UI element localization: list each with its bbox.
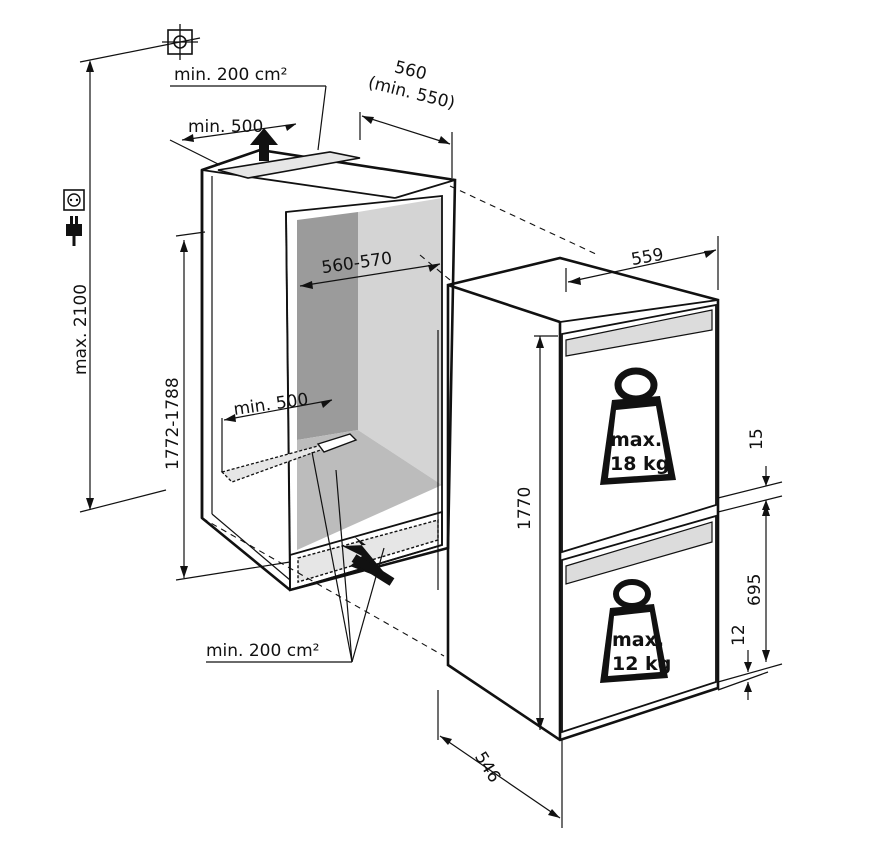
lower-load-line2: 12 kg xyxy=(612,653,671,675)
power-plug-icon xyxy=(66,216,82,246)
appliance-depth-label: 546 xyxy=(470,748,504,786)
airflow-arrow-icon xyxy=(342,536,395,586)
upper-load-line2: 18 kg xyxy=(610,453,669,475)
door-gap-label: 15 xyxy=(747,428,767,450)
lower-load-line1: max. xyxy=(612,629,664,651)
lower-door-height-label: 695 xyxy=(745,574,765,606)
vent-top-width-label: min. 500 xyxy=(188,117,263,137)
vent-top-area-label: min. 200 cm² xyxy=(174,65,287,85)
weight-icon xyxy=(600,579,668,683)
lower-control-panel xyxy=(565,521,713,585)
appliance-width-label: 559 xyxy=(630,245,665,270)
spirit-level-icon xyxy=(162,24,198,60)
upper-load-line1: max. xyxy=(610,429,662,451)
appliance-height-label: 1770 xyxy=(515,487,535,530)
niche-height-label: 1772-1788 xyxy=(163,377,183,470)
bottom-offset-label: 12 xyxy=(729,624,749,646)
max-height-label: max. 2100 xyxy=(71,284,91,375)
top-vent-grille xyxy=(217,151,361,179)
appliance xyxy=(437,256,720,742)
weight-icon xyxy=(600,367,676,485)
power-socket-icon xyxy=(63,189,85,211)
niche-cabinet xyxy=(200,148,457,592)
floor-vent-slot xyxy=(316,433,358,453)
upper-control-panel xyxy=(565,309,713,357)
airflow-arrow-icon xyxy=(250,128,278,161)
bottom-vent-area-label: min. 200 cm² xyxy=(206,641,319,661)
